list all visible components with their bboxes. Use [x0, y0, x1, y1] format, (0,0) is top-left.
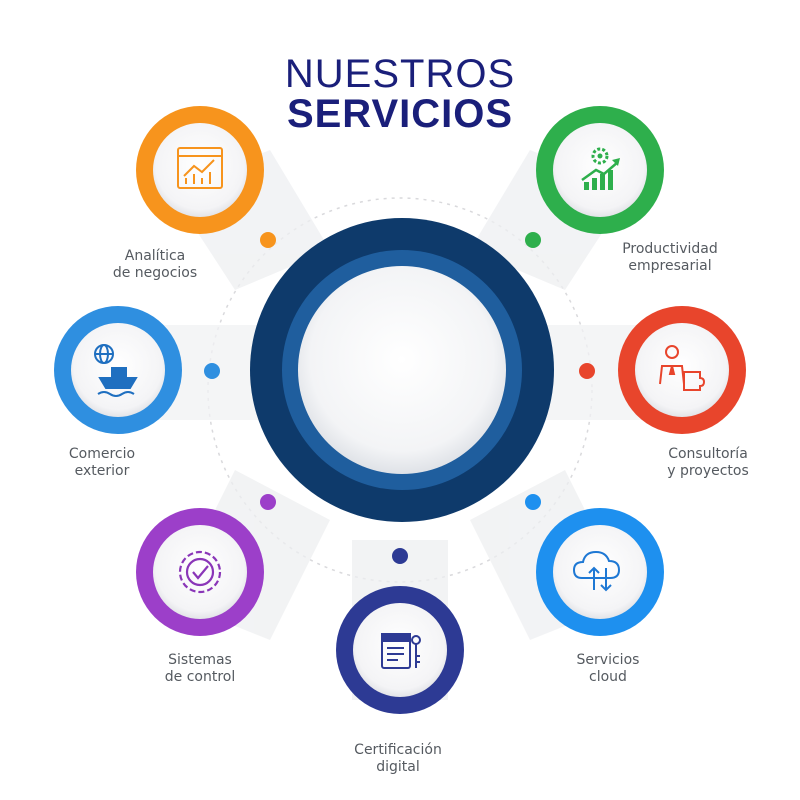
node-productividad[interactable]: [536, 106, 664, 234]
label-analitica-line2: de negocios: [112, 265, 198, 281]
label-analitica-line1: Analítica: [124, 248, 186, 264]
label-consultoria: Consultoría y proyectos: [628, 446, 788, 480]
dot-sistemas: [260, 494, 276, 510]
node-consultoria[interactable]: [618, 306, 746, 434]
label-certificacion-line1: Certificación: [354, 742, 442, 758]
label-consultoria-line2: y proyectos: [667, 463, 749, 479]
node-cloud[interactable]: [536, 508, 664, 636]
label-cloud-line1: Servicios: [576, 652, 640, 668]
label-sistemas: Sistemas de control: [120, 652, 280, 686]
label-productividad-line1: Productividad: [622, 241, 718, 257]
gear-check-icon: [178, 550, 222, 594]
label-productividad-line2: empresarial: [628, 258, 712, 274]
node-certificacion[interactable]: [336, 586, 464, 714]
dot-consultoria: [579, 363, 595, 379]
title-line-2: SERVICIOS: [286, 92, 514, 136]
certificate-key-icon: [381, 633, 421, 669]
label-comercio: Comercio exterior: [22, 446, 182, 480]
node-sistemas[interactable]: [136, 508, 264, 636]
dot-productividad: [525, 232, 541, 248]
label-certificacion: Certificación digital: [318, 742, 478, 776]
title-line-1: NUESTROS: [284, 52, 516, 96]
label-consultoria-line1: Consultoría: [668, 446, 748, 462]
dot-certificacion: [392, 548, 408, 564]
label-sistemas-line2: de control: [164, 669, 236, 685]
label-certificacion-line2: digital: [376, 759, 420, 775]
label-sistemas-line1: Sistemas: [168, 652, 232, 668]
dot-cloud: [525, 494, 541, 510]
cloud-sync-icon: [572, 550, 621, 592]
node-analitica[interactable]: [136, 106, 264, 234]
label-comercio-line2: exterior: [74, 463, 130, 479]
dot-analitica: [260, 232, 276, 248]
center-hub: [250, 218, 554, 522]
consultant-puzzle-icon: [659, 345, 706, 391]
node-comercio[interactable]: [54, 306, 182, 434]
analytics-chart-icon: [177, 147, 223, 189]
label-productividad: Productividad empresarial: [590, 241, 750, 275]
dot-comercio: [204, 363, 220, 379]
label-analitica: Analítica de negocios: [75, 248, 235, 282]
gear-growth-chart-icon: [581, 147, 620, 190]
globe-ship-icon: [94, 344, 138, 397]
label-cloud: Servicios cloud: [528, 652, 688, 686]
label-cloud-line2: cloud: [589, 669, 627, 685]
label-comercio-line1: Comercio: [68, 446, 136, 462]
